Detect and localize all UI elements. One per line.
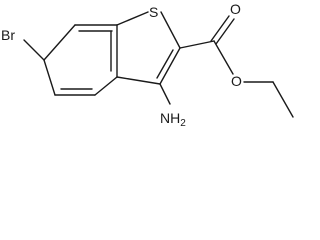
double-bond-c2-c3-inner <box>156 49 174 79</box>
chemical-structure: Br S NH2 O O <box>1 1 294 129</box>
bond-s-c2 <box>160 11 181 49</box>
ester-oxygen-label: O <box>231 73 242 89</box>
bond-carbonyl-o-double-b <box>215 18 235 45</box>
bond-c3-n <box>159 83 171 105</box>
amine-subscript: 2 <box>180 118 186 129</box>
benzene-ring <box>43 24 118 96</box>
bond-carbonyl-o-double-a <box>210 15 230 42</box>
bond-c5-c6 <box>43 59 56 96</box>
bond-ch2-ch3 <box>272 81 294 118</box>
bond-c6-c7 <box>43 24 76 61</box>
bond-c2-carbonyl <box>179 40 215 49</box>
thiophene-ring <box>116 11 181 85</box>
bond-c6-br <box>23 39 45 61</box>
bond-c2-c3 <box>159 47 181 85</box>
sulfur-label: S <box>149 4 158 20</box>
bond-c7a-s <box>116 11 149 26</box>
bond-c3-c3a <box>116 76 161 85</box>
bond-carbonyl-ester-o <box>213 40 234 75</box>
bromine-label: Br <box>1 27 15 43</box>
carbonyl-oxygen-label: O <box>230 1 241 17</box>
bond-c3a-c4 <box>94 76 118 96</box>
amine-label: NH2 <box>160 110 186 129</box>
amine-nh: NH <box>160 110 180 126</box>
